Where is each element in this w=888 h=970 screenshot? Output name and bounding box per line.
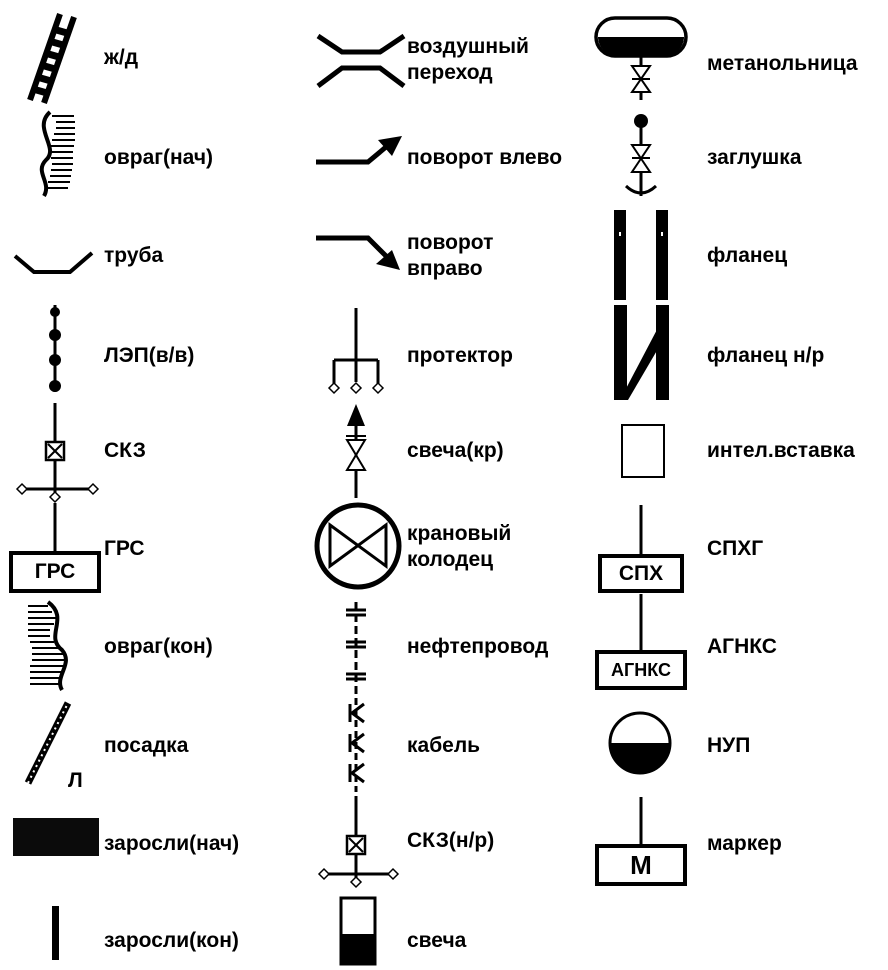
turn-left-icon <box>316 136 402 165</box>
label-valve-well-line1: крановый <box>407 522 512 545</box>
nup-icon <box>608 711 672 775</box>
cable-icon <box>348 698 365 792</box>
turn-right-icon <box>316 235 400 270</box>
protector-icon <box>327 308 385 395</box>
label-grs: ГРС <box>104 537 145 560</box>
agnks-icon <box>595 594 687 690</box>
landing-icon <box>24 701 72 785</box>
ravine-end-icon <box>28 600 68 691</box>
label-skz: СКЗ <box>104 439 146 462</box>
label-methanol-unit: метанольница <box>707 52 858 75</box>
flange-nr-icon <box>614 305 669 400</box>
label-rail: ж/д <box>104 46 139 69</box>
railway-icon <box>27 13 77 104</box>
thicket-start-icon <box>13 818 99 856</box>
valve-well-icon <box>314 502 402 590</box>
label-flange: фланец <box>707 244 788 267</box>
label-power-line: ЛЭП(в/в) <box>104 344 195 367</box>
grs-box-text: ГРС <box>34 560 76 583</box>
marker-box-text: М <box>630 850 652 880</box>
label-vent: свеча <box>407 929 467 952</box>
vent-valve-icon <box>345 404 367 498</box>
label-valve-well-line2: колодец <box>407 548 494 571</box>
label-plug: заглушка <box>707 146 802 169</box>
label-insulating-insert: интел.вставка <box>707 439 855 462</box>
pipe-icon <box>13 251 94 274</box>
sph-box-text: СПХ <box>618 561 664 585</box>
label-turn-right-line2: вправо <box>407 257 483 280</box>
methanol-unit-icon <box>594 16 688 100</box>
label-turn-right-line1: поворот <box>407 231 494 254</box>
oil-pipeline-icon <box>346 602 366 694</box>
power-line-icon <box>49 305 61 392</box>
ravine-start-icon <box>39 110 75 197</box>
grs-icon <box>9 503 101 593</box>
label-ravine-start: овраг(нач) <box>104 146 214 169</box>
label-cable: кабель <box>407 734 481 757</box>
label-turn-left: поворот влево <box>407 146 563 169</box>
marker-icon <box>595 797 687 886</box>
label-sphg: СПХГ <box>707 537 764 560</box>
agnks-box-text: АГНКС <box>611 660 671 680</box>
label-protector: протектор <box>407 344 513 367</box>
thicket-end-icon <box>52 906 59 960</box>
insulating-insert-icon <box>621 424 665 478</box>
aerial-crossing-icon <box>316 33 406 88</box>
label-landing: посадка <box>104 734 189 757</box>
label-aerial-crossing-line2: переход <box>407 61 493 84</box>
label-flange-nr: фланец н/р <box>707 344 825 367</box>
vent-icon <box>339 896 377 966</box>
label-oil-pipeline: нефтепровод <box>407 635 549 658</box>
label-landing-letter: Л <box>68 769 83 792</box>
label-aerial-crossing-line1: воздушный <box>407 35 529 58</box>
sphg-icon <box>598 505 684 593</box>
skz-nr-icon <box>317 796 400 889</box>
label-skz-nr: СКЗ(н/р) <box>407 829 495 852</box>
label-thicket-start: заросли(нач) <box>104 832 240 855</box>
flange-icon <box>614 210 668 300</box>
label-marker: маркер <box>707 832 782 855</box>
label-ravine-end: овраг(кон) <box>104 635 213 658</box>
label-nup: НУП <box>707 734 751 757</box>
label-agnks: АГНКС <box>707 635 777 658</box>
skz-icon <box>15 403 100 504</box>
plug-icon <box>624 114 658 196</box>
label-vent-valve: свеча(кр) <box>407 439 504 462</box>
label-thicket-end: заросли(кон) <box>104 929 239 952</box>
label-pipe: труба <box>104 244 164 267</box>
